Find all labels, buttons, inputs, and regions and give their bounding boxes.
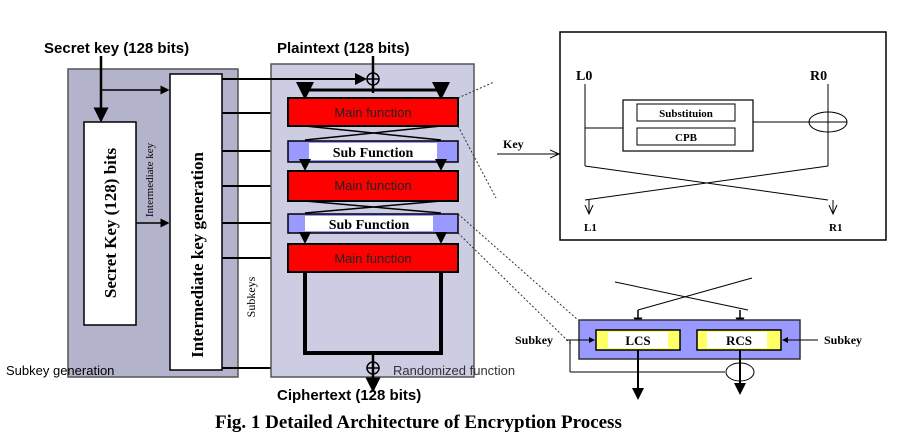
cpb-box: [636, 127, 736, 146]
l1-label: L1: [584, 222, 597, 234]
left-subkey-label: Subkey: [515, 333, 553, 347]
sub-function-label-1: Sub Function: [333, 146, 414, 161]
encryption-rounds-panel: Plaintext (128 bits) Main function Sub F…: [222, 40, 515, 404]
intermediate-key-generation-box: [169, 73, 223, 371]
secret-key-input-label: Secret key (128 bits): [44, 40, 189, 57]
main-function-block-1: [287, 97, 459, 127]
secret-key-box: [83, 121, 137, 326]
subkeys-label: Subkeys: [244, 276, 258, 317]
key-label: Key: [503, 137, 524, 151]
sub-function-detail: LCS RCS Subkey Subkey: [515, 277, 862, 400]
sub-xor-icon: [725, 362, 755, 382]
rcs-label: RCS: [726, 333, 752, 348]
intermediate-key-label: Intermediate key: [144, 142, 156, 217]
randomized-function-label: Randomized function: [393, 363, 515, 378]
cpb-label: CPB: [675, 132, 698, 144]
lcs-label: LCS: [625, 333, 650, 348]
secret-key-box-label: Secret Key (128) bits: [101, 147, 120, 298]
intermediate-key-generation-label: Intermediate key generation: [188, 152, 207, 358]
sub-function-label-2: Sub Function: [329, 218, 410, 233]
main-function-label-2: Main function: [334, 178, 411, 193]
main-function-block-3: [287, 243, 459, 273]
subkey-generation-label: Subkey generation: [6, 363, 114, 378]
ciphertext-label: Ciphertext (128 bits): [277, 387, 421, 404]
right-subkey-label: Subkey: [824, 333, 862, 347]
main-function-label-1: Main function: [334, 105, 411, 120]
l0-label: L0: [576, 69, 592, 84]
main-function-label-3: Main function: [334, 251, 411, 266]
subkey-generation-panel: Secret key (128 bits) Secret Key (128) b…: [6, 40, 258, 378]
main-function-detail: Key L0 R0 Substituion CPB L1 R1: [497, 31, 887, 241]
zoom-connectors: [457, 81, 579, 346]
substitution-box: [636, 103, 736, 122]
substitution-label: Substituion: [659, 108, 713, 120]
main-function-block-2: [287, 170, 459, 202]
r1-label: R1: [829, 222, 842, 234]
r0-label: R0: [810, 69, 827, 84]
figure-caption: Fig. 1 Detailed Architecture of Encrypti…: [215, 412, 622, 433]
plaintext-label: Plaintext (128 bits): [277, 40, 410, 57]
